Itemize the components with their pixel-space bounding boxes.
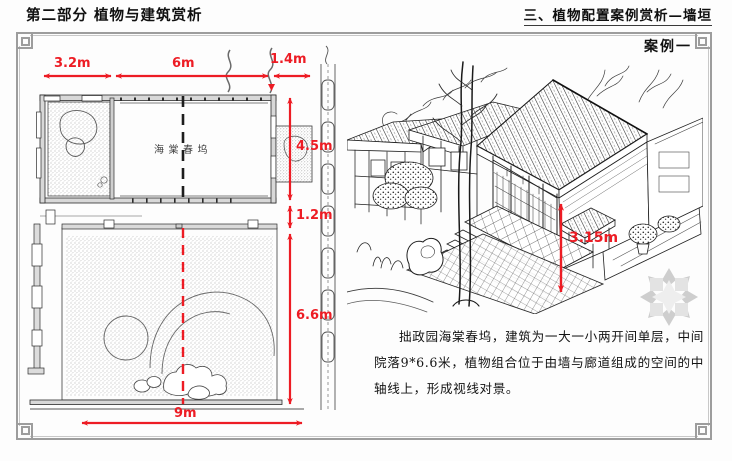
caption-paragraph: 拙政园海棠春坞，建筑为一大一小两开间单层，中间院落9*6.6米，植物组合位于由墙…: [374, 329, 704, 396]
dim-top-left: 3.2m: [54, 56, 91, 71]
case-label: 案例一: [644, 39, 692, 55]
dim-right-mid: 1.2m: [296, 208, 333, 223]
dim-top-right: 1.4m: [270, 52, 307, 67]
slide-content: 海棠春坞: [22, 38, 708, 436]
page-title-left: 第二部分 植物与建筑赏析: [26, 7, 203, 24]
dim-right-upper: 4.5m: [296, 139, 333, 154]
page-title-right: 三、植物配置案例赏析—墙垣: [523, 4, 712, 26]
dim-right-lower: 6.6m: [296, 308, 333, 323]
dim-building-height: 3.15m: [569, 230, 619, 246]
dim-top-mid: 6m: [172, 56, 195, 71]
flower-rosette-ornament: [638, 266, 700, 328]
plan-interior-label: 海棠春坞: [154, 143, 212, 156]
perspective-sketch: 3.15m: [347, 56, 703, 314]
floor-plan-drawing: 海棠春坞: [22, 38, 344, 436]
dim-bottom: 9m: [174, 406, 197, 421]
